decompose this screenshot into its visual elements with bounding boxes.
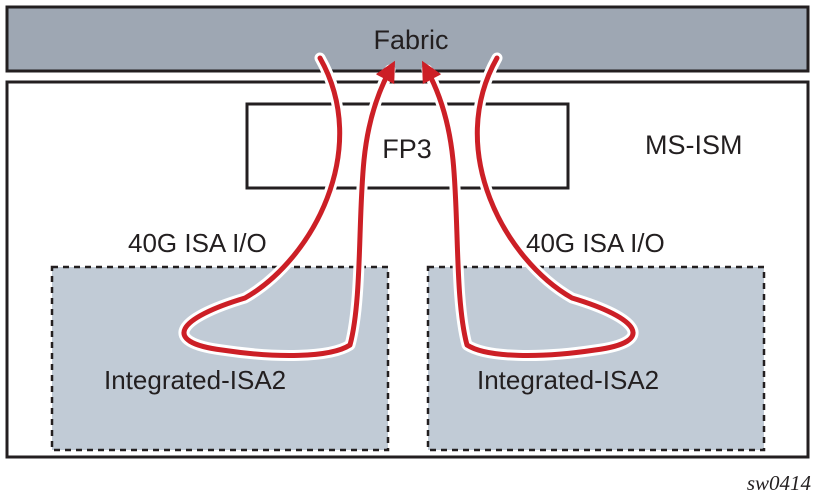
figure-id: sw0414 — [747, 471, 812, 495]
isa-label-right: Integrated-ISA2 — [477, 365, 659, 395]
isa-block-left — [50, 265, 390, 452]
fabric-bar — [5, 5, 810, 73]
isa-io-label-right: 40G ISA I/O — [526, 228, 665, 258]
traffic-loop-left-line — [181, 55, 396, 358]
isa-io-label-left: 40G ISA I/O — [128, 228, 267, 258]
traffic-loop-right-line — [421, 55, 636, 358]
fp3-label: FP3 — [382, 134, 432, 164]
isa-block-right — [426, 265, 766, 452]
isa-label-left: Integrated-ISA2 — [104, 365, 286, 395]
fabric-label: Fabric — [373, 25, 448, 55]
fp3-box — [245, 102, 570, 190]
ms-ism-label: MS-ISM — [645, 130, 743, 160]
